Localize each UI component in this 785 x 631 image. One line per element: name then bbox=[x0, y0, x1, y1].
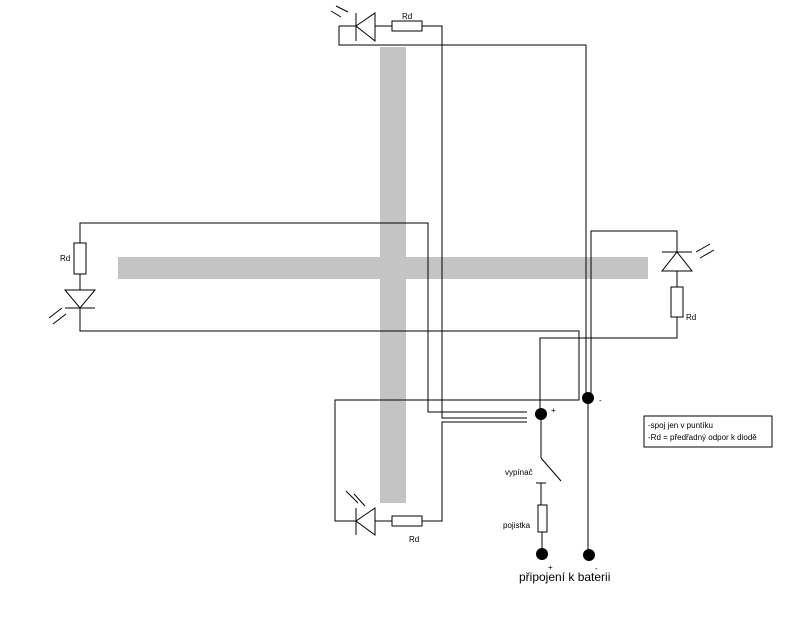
bottom-led-branch: Rd bbox=[334, 398, 580, 544]
legend-box: -spoj jen v puntíku -Rd = předřadný odpo… bbox=[643, 415, 773, 448]
bottom-led-light-arrows bbox=[345, 490, 366, 507]
right-resistor-label: Rd bbox=[686, 313, 696, 322]
left-led-light-arrows bbox=[48, 307, 67, 325]
top-led-branch: Rd bbox=[330, 5, 587, 419]
fuse-label: pojistka bbox=[503, 521, 531, 530]
right-led-light-arrows bbox=[695, 243, 715, 259]
top-resistor bbox=[391, 20, 423, 32]
plus-node-sign: + bbox=[551, 406, 556, 415]
power-section: + - vypínač pojistka + - připojení k bat… bbox=[503, 392, 610, 584]
left-resistor bbox=[73, 242, 87, 275]
top-led-icon bbox=[355, 12, 376, 43]
fuse bbox=[537, 504, 548, 533]
right-led-icon bbox=[660, 251, 694, 272]
top-led-light-arrows bbox=[330, 5, 349, 18]
battery-connection-label: připojení k baterii bbox=[519, 570, 610, 584]
right-resistor bbox=[670, 286, 684, 318]
battery-minus-sign: - bbox=[595, 564, 598, 573]
bottom-resistor-label: Rd bbox=[409, 535, 419, 544]
top-resistor-label: Rd bbox=[402, 12, 412, 21]
horizontal-cross-bar bbox=[118, 257, 648, 279]
left-resistor-label: Rd bbox=[60, 254, 70, 263]
battery-minus-terminal bbox=[583, 549, 595, 561]
right-led-branch: Rd bbox=[539, 230, 715, 412]
legend-line-2: -Rd = předřadný odpor k diodě bbox=[648, 433, 757, 442]
battery-plus-terminal bbox=[536, 548, 548, 560]
minus-node-sign: - bbox=[599, 396, 602, 405]
legend-line-1: -spoj jen v puntíku bbox=[648, 421, 713, 430]
left-led-icon bbox=[63, 289, 97, 309]
bottom-resistor bbox=[391, 515, 423, 527]
left-led-branch: Rd bbox=[48, 222, 580, 413]
bottom-led-icon bbox=[355, 507, 376, 536]
switch-lever bbox=[540, 457, 562, 482]
battery-plus-sign: + bbox=[548, 563, 553, 572]
switch-label: vypínač bbox=[505, 468, 533, 477]
